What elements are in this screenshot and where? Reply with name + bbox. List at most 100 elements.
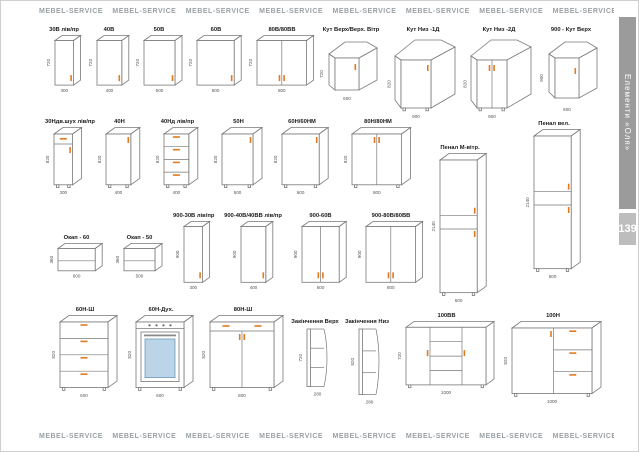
module-drawing: 720 280	[291, 326, 339, 398]
catalog-module: Кут Верх/Верх. Вітр 720 600	[319, 27, 383, 104]
svg-text:820: 820	[350, 358, 355, 366]
module-drawing: 820 800	[343, 126, 413, 195]
svg-text:820: 820	[343, 156, 348, 164]
module-label: 60Н/60НМ	[288, 119, 316, 125]
svg-text:280: 280	[314, 392, 322, 397]
svg-text:820: 820	[45, 156, 50, 164]
svg-text:300: 300	[189, 285, 197, 290]
svg-text:1000: 1000	[547, 399, 558, 404]
svg-text:900: 900	[357, 251, 362, 259]
svg-text:820: 820	[273, 156, 278, 164]
svg-text:600: 600	[317, 285, 325, 290]
svg-text:720: 720	[135, 59, 140, 67]
svg-text:820: 820	[127, 351, 132, 359]
module-drawing: 900 800	[357, 220, 425, 290]
module-drawing: 820 280	[343, 326, 391, 406]
svg-text:600: 600	[212, 88, 220, 93]
svg-text:600: 600	[156, 393, 164, 398]
module-drawing: 720 600	[319, 34, 383, 104]
bottom-banner: MEBEL-SERVICE MEBEL-SERVICE MEBEL-SERVIC…	[39, 433, 614, 440]
catalog-module: 900-80В/80ВВ 900 800	[357, 213, 425, 291]
module-label: Кут Низ -2Д	[482, 27, 516, 33]
svg-text:600: 600	[343, 96, 351, 101]
svg-text:820: 820	[463, 80, 468, 88]
module-label: 900-60В	[309, 213, 332, 219]
module-drawing: 820 900	[463, 34, 535, 120]
svg-text:600: 600	[297, 190, 305, 195]
svg-text:400: 400	[249, 285, 257, 290]
module-label: Пенал вел.	[538, 121, 570, 127]
svg-text:600: 600	[73, 274, 81, 279]
svg-text:600: 600	[563, 107, 571, 112]
module-label: 900-40В/40ВВ лів/пр	[224, 213, 282, 219]
svg-text:900: 900	[232, 251, 237, 259]
svg-text:720: 720	[248, 59, 253, 67]
svg-text:2140: 2140	[431, 221, 436, 232]
svg-text:800: 800	[387, 285, 395, 290]
svg-text:400: 400	[173, 190, 181, 195]
module-label: 100ВВ	[437, 313, 456, 319]
svg-text:900: 900	[293, 251, 298, 259]
module-label: 900-80В/80ВВ	[371, 213, 411, 219]
svg-text:720: 720	[319, 70, 324, 78]
module-label: 40В	[103, 27, 115, 33]
catalog-module: 900 - Кут Верх 900 600	[539, 27, 603, 114]
svg-text:400: 400	[115, 190, 123, 195]
svg-text:900: 900	[412, 114, 420, 119]
module-label: 30В лів/пр	[49, 27, 79, 33]
svg-text:800: 800	[238, 393, 246, 398]
svg-text:720: 720	[298, 354, 303, 362]
module-drawing: 900 600	[539, 34, 603, 114]
module-label: 80Н-Ш	[233, 307, 253, 313]
svg-text:720: 720	[46, 59, 51, 67]
sidebar-title: Елементи «Оля»	[619, 17, 636, 209]
module-label: 80В/80ВВ	[268, 27, 296, 33]
module-label: 50В	[153, 27, 165, 33]
module-label: 30Ндв.шух лів/пр	[45, 119, 95, 125]
module-drawing: 900 400	[221, 220, 285, 290]
svg-text:600: 600	[455, 298, 463, 303]
module-label: 40Н	[114, 119, 125, 125]
module-label: Кут Низ -1Д	[406, 27, 440, 33]
module-label: Окап - 60	[63, 235, 90, 241]
module-label: 60Н-Ш	[75, 307, 95, 313]
catalog-module: Кут Низ -2Д 820 900	[463, 27, 535, 120]
svg-text:820: 820	[387, 80, 392, 88]
svg-text:280: 280	[366, 400, 374, 405]
module-drawing: 820 900	[387, 34, 459, 120]
module-drawing: 820 600	[273, 126, 331, 195]
module-label: 40Нд лів/пр	[160, 119, 195, 125]
page-number: 139	[618, 213, 637, 245]
top-banner: MEBEL-SERVICE MEBEL-SERVICE MEBEL-SERVIC…	[39, 8, 614, 15]
svg-text:820: 820	[51, 351, 56, 359]
catalog-module: Кут Низ -1Д 820 900	[387, 27, 459, 120]
catalog-module: 60Н/60НМ 820 600	[273, 119, 331, 196]
svg-text:800: 800	[373, 190, 381, 195]
module-drawing: 900 600	[293, 220, 348, 290]
